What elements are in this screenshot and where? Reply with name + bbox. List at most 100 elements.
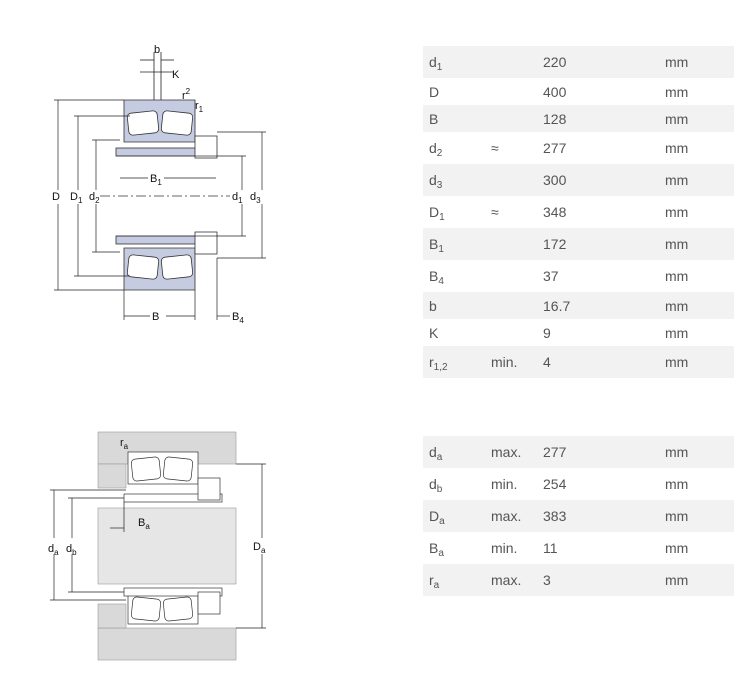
label-D1: D1 <box>70 191 83 205</box>
symbol-cell: r1,2 <box>429 354 448 373</box>
label-B4: B4 <box>232 311 244 325</box>
table-row: D1 ≈348 mm <box>423 196 734 228</box>
label-d3: d3 <box>250 191 261 205</box>
table-row: r1,2 min. 4 mm <box>423 346 734 378</box>
unit-cell: mm <box>665 83 689 100</box>
label-r1: r1 <box>195 100 204 114</box>
value-cell: 383 <box>543 508 567 524</box>
symbol-cell: D1 <box>429 204 445 223</box>
shaft <box>97 507 237 585</box>
table-row: d3 300 mm <box>423 164 734 196</box>
value-cell: 300 <box>543 172 567 188</box>
value-cell: 9 <box>543 324 551 341</box>
table-row: Da max. 383 mm <box>423 500 734 532</box>
unit-cell: mm <box>665 476 689 492</box>
qualifier-cell: ≈ <box>491 140 499 156</box>
unit-cell: mm <box>665 297 689 314</box>
value-cell: 400 <box>543 83 567 100</box>
value-cell: 128 <box>543 110 567 127</box>
value-cell: 11 <box>543 540 558 556</box>
dimension-lines <box>50 463 266 629</box>
value-cell: 254 <box>543 476 567 492</box>
value-cell: 172 <box>543 236 567 252</box>
unit-cell: mm <box>665 204 689 220</box>
symbol-cell: d3 <box>429 172 443 191</box>
symbol-cell: B1 <box>429 236 444 255</box>
table-row: K 9 mm <box>423 319 734 346</box>
qualifier-cell: ≈ <box>491 204 499 220</box>
table-row: b 16.7 mm <box>423 292 734 319</box>
unit-cell: mm <box>665 324 689 341</box>
symbol-cell: Da <box>429 508 445 527</box>
symbol-cell: da <box>429 444 443 463</box>
table-row: db min. 254 mm <box>423 468 734 500</box>
label-Ba: Ba <box>138 517 150 531</box>
label-ra: ra <box>120 437 129 451</box>
rollers <box>126 110 194 280</box>
symbol-cell: b <box>429 297 437 314</box>
label-Da: Da <box>253 541 266 555</box>
locknut <box>194 135 218 255</box>
value-cell: 37 <box>543 268 559 284</box>
value-cell: 3 <box>543 572 551 588</box>
unit-cell: mm <box>665 236 689 252</box>
value-cell: 220 <box>543 54 567 70</box>
qualifier-cell: max. <box>491 444 522 460</box>
b-dimension <box>140 52 174 100</box>
unit-cell: mm <box>665 540 689 556</box>
label-b: b <box>154 44 160 56</box>
value-cell: 348 <box>543 204 567 220</box>
qualifier-cell: min. <box>491 476 518 492</box>
symbol-cell: K <box>429 324 439 341</box>
unit-cell: mm <box>665 508 689 524</box>
symbol-cell: ra <box>429 572 440 591</box>
table-row: ra max. 3 mm <box>423 564 734 596</box>
unit-cell: mm <box>665 572 689 588</box>
table-row: D 400 mm <box>423 78 734 105</box>
symbol-cell: D <box>429 83 440 100</box>
unit-cell: mm <box>665 444 689 460</box>
qualifier-cell: min. <box>491 540 518 556</box>
table-row: B1 172 mm <box>423 228 734 260</box>
table-row: d2 ≈277 mm <box>423 132 734 164</box>
label-r2: r2 <box>182 87 191 102</box>
unit-cell: mm <box>665 110 689 127</box>
unit-cell: mm <box>665 172 689 188</box>
label-db: db <box>66 543 77 557</box>
label-K: K <box>172 69 180 81</box>
qualifier-cell: max. <box>491 572 522 588</box>
label-B1: B1 <box>150 173 162 187</box>
unit-cell: mm <box>665 268 689 284</box>
unit-cell: mm <box>665 354 689 370</box>
qualifier-cell: max. <box>491 508 522 524</box>
value-cell: 4 <box>543 354 551 370</box>
table-row: B 128 mm <box>423 105 734 132</box>
symbol-cell: B <box>429 110 439 127</box>
dimension-lines <box>54 99 266 320</box>
symbol-cell: d1 <box>429 54 443 73</box>
table-row: Ba min. 11 mm <box>423 532 734 564</box>
value-cell: 16.7 <box>543 297 571 314</box>
label-d2: d2 <box>89 191 100 205</box>
label-D: D <box>52 191 60 203</box>
label-da: da <box>48 543 59 557</box>
unit-cell: mm <box>665 54 689 70</box>
table-row: d1 220 mm <box>423 46 734 78</box>
symbol-cell: db <box>429 476 443 495</box>
mounting-dimension-diagram: ra Ba da db Da <box>48 431 266 661</box>
bearing-dimension-diagram: b K r2 r1 D D1 d2 B1 d1 d3 B B4 <box>52 44 266 325</box>
label-B: B <box>152 311 159 323</box>
label-d1: d1 <box>232 191 243 205</box>
shaft-bore <box>100 155 230 237</box>
qualifier-cell: min. <box>491 354 518 370</box>
symbol-cell: Ba <box>429 540 444 559</box>
unit-cell: mm <box>665 140 689 156</box>
value-cell: 277 <box>543 444 567 460</box>
table-row: B4 37 mm <box>423 260 734 292</box>
symbol-cell: B4 <box>429 268 444 287</box>
value-cell: 277 <box>543 140 567 156</box>
symbol-cell: d2 <box>429 140 443 159</box>
table-row: da max. 277 mm <box>423 436 734 468</box>
